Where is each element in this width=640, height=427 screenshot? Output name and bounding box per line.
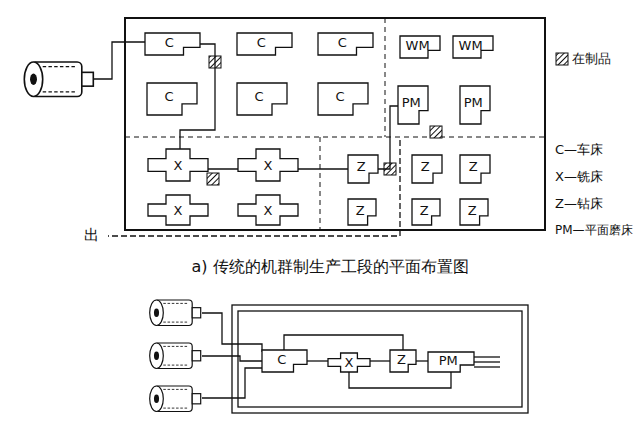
machine-box: C xyxy=(237,33,292,55)
machine-code: C xyxy=(257,36,266,49)
figure-caption: a) 传统的机群制生产工段的平面布置图 xyxy=(191,258,468,276)
line-frame xyxy=(232,305,528,413)
machine-code: C xyxy=(254,90,263,103)
machine-box: PM xyxy=(428,352,474,372)
machine-code: PM xyxy=(402,96,421,109)
legend-text: X—铣床 xyxy=(555,170,603,184)
wip-marker xyxy=(207,53,568,185)
machine-code: Z xyxy=(357,160,366,173)
legend-text: Z—钻床 xyxy=(555,197,603,211)
machine-code: X xyxy=(174,204,183,217)
machine-code: C xyxy=(277,353,286,366)
machine-box: C xyxy=(318,33,373,55)
flow-wire xyxy=(94,42,500,398)
connector xyxy=(284,335,403,350)
milling-machine: X xyxy=(148,149,208,181)
machine-box: PM xyxy=(398,86,428,124)
machine-box: Z xyxy=(348,155,378,183)
machine-code: C xyxy=(335,90,344,103)
machine-box: WM xyxy=(400,36,440,58)
machine-code: WM xyxy=(406,39,430,52)
machine-box: C xyxy=(145,33,200,55)
machine-box: PM xyxy=(460,86,490,124)
exit-label: 出 xyxy=(84,227,99,244)
area-divider xyxy=(125,18,545,230)
connector xyxy=(416,361,428,362)
legend-text: PM—平面磨床 xyxy=(555,224,633,237)
connector xyxy=(349,372,451,389)
machine-box: Z xyxy=(390,350,416,372)
machine-code: WM xyxy=(459,39,483,52)
milling-machine: X xyxy=(238,195,298,225)
machine-code: C xyxy=(164,90,173,103)
milling-machine: X xyxy=(238,149,298,181)
workpiece-icon xyxy=(24,62,200,412)
machine-box: C xyxy=(262,350,307,372)
machine-box: Z xyxy=(348,199,376,225)
machine-code: PM xyxy=(439,354,458,367)
connector xyxy=(370,361,390,362)
machine-code: Z xyxy=(421,160,430,173)
milling-machine: X xyxy=(328,353,370,372)
machine-code: X xyxy=(174,159,183,172)
machine-code: Z xyxy=(420,204,429,217)
machine-box: Z xyxy=(412,155,442,183)
connector xyxy=(378,106,398,169)
machine-code: C xyxy=(338,36,347,49)
machine-code: PM xyxy=(464,96,483,109)
machine-code: Z xyxy=(397,353,406,366)
machine-code: X xyxy=(264,204,273,217)
machine-box: C xyxy=(147,83,197,115)
machine-code: Z xyxy=(356,204,365,217)
legend-text: C—车床 xyxy=(555,143,603,157)
milling-machine: X xyxy=(148,195,208,225)
legend-text: 在制品 xyxy=(572,52,611,66)
machine-box: WM xyxy=(453,36,493,58)
connector-layer xyxy=(180,44,451,388)
machine-code: X xyxy=(264,159,273,172)
machine-code: C xyxy=(165,36,174,49)
machine-code: X xyxy=(345,356,354,369)
machine-box: C xyxy=(237,83,287,115)
machine-code: Z xyxy=(469,160,478,173)
machine-code: Z xyxy=(468,204,477,217)
machine-box: Z xyxy=(412,199,440,225)
connector xyxy=(307,361,328,362)
workshop-boundary xyxy=(125,18,545,230)
machine-box: Z xyxy=(460,199,488,225)
machine-box: C xyxy=(318,83,368,115)
machine-box: Z xyxy=(460,155,490,183)
